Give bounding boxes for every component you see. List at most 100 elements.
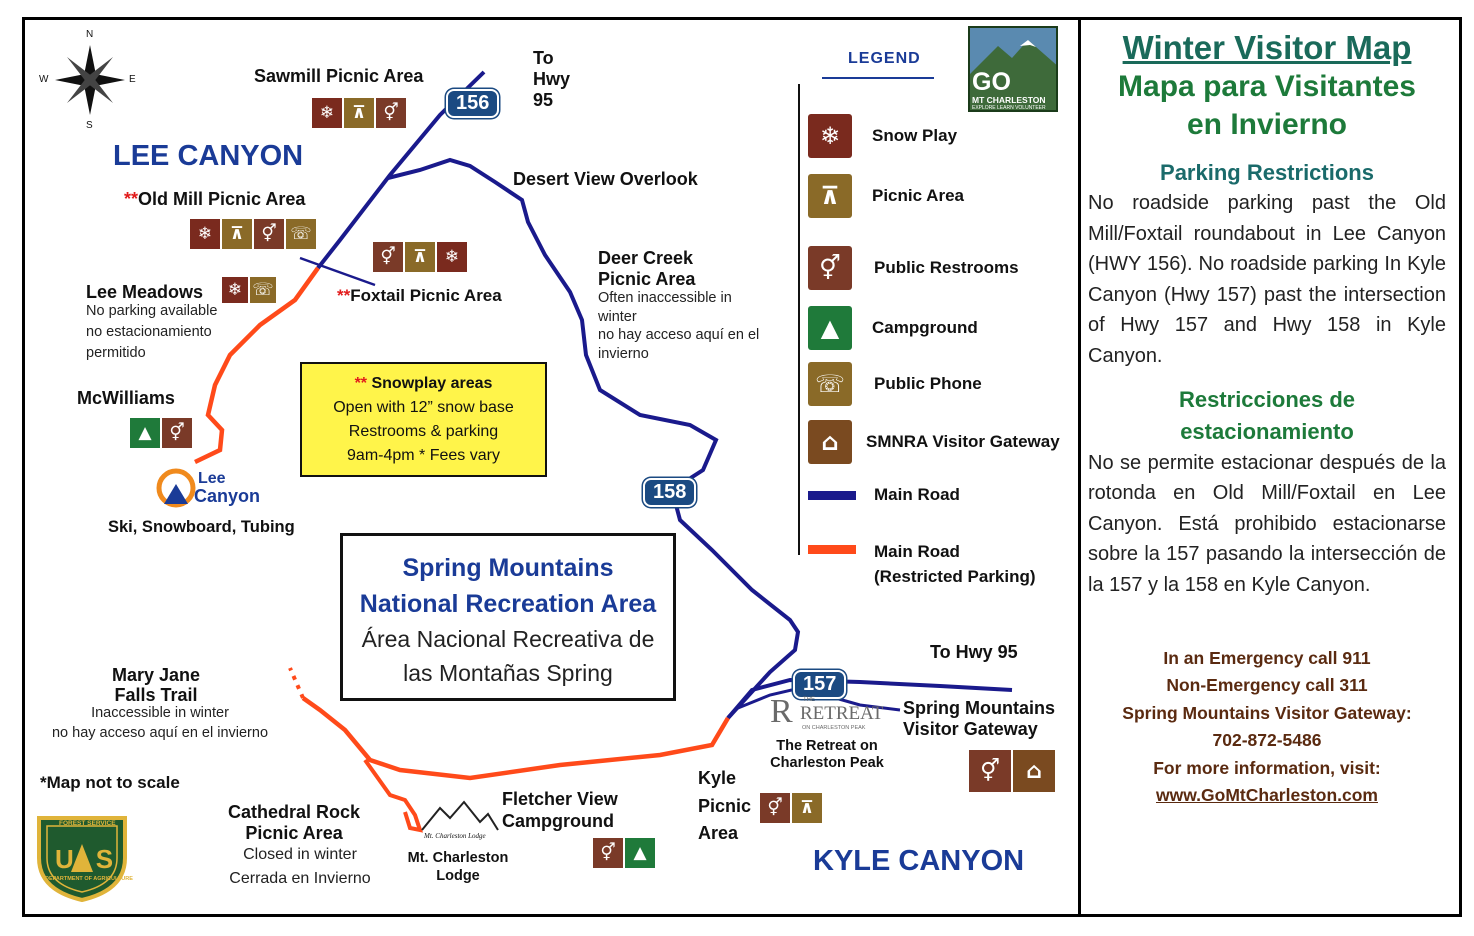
picnic-table-icon: ⊼ (792, 793, 822, 823)
foxtail-label: **Foxtail Picnic Area (337, 286, 502, 305)
legend-title: LEGEND (848, 50, 921, 67)
panel-title: Winter Visitor Map (1122, 29, 1412, 66)
visitor-gateway-icon: ⌂ (808, 420, 852, 464)
parking-text: No roadside parking past the Old Mill/Fo… (1088, 192, 1446, 367)
legend-item-gateway: ⌂ SMNRA Visitor Gateway (808, 420, 1060, 464)
hwy-156-shield: 156 (446, 89, 500, 118)
lodge-label: Mt. Charleston Lodge (407, 850, 509, 884)
compass-star-icon (55, 45, 125, 115)
panel-subtitle-2: en Invierno (1186, 108, 1348, 141)
snowflake-icon: ❄ (808, 114, 852, 158)
fletcher-view-icons: ⚥ ▲ (593, 838, 655, 868)
legend-item-campground: ▲ Campground (808, 306, 978, 350)
usfs-shield-logo: FOREST SERVICE US DEPARTMENT OF AGRICULT… (33, 812, 133, 903)
restroom-icon: ⚥ (162, 418, 192, 448)
sawmill-label: Sawmill Picnic Area (254, 66, 424, 86)
info-panel: Winter Visitor Map Mapa para Visitantes … (1088, 28, 1446, 810)
smvg-icons: ⚥ ⌂ (969, 750, 1055, 792)
mary-jane-note: Inaccessible in winter no hay acceso aqu… (51, 705, 269, 741)
restricted-road-swatch (808, 545, 856, 554)
restroom-icon: ⚥ (376, 98, 406, 128)
deer-creek-label: Deer Creek Picnic Area (598, 248, 696, 289)
trail-mary-jane (288, 667, 305, 699)
snowflake-icon: ❄ (222, 277, 248, 303)
old-mill-icons: ❄ ⊼ ⚥ ☏ (190, 219, 316, 249)
non-emergency-line: Non-Emergency call 311 (1166, 675, 1368, 696)
road-lee-restricted (194, 266, 320, 465)
snowflake-icon: ❄ (312, 98, 342, 128)
legend-item-restrooms: ⚥ Public Restrooms (808, 246, 1019, 290)
contact-block: In an Emergency call 911 Non-Emergency c… (1088, 645, 1446, 810)
emergency-line: In an Emergency call 911 (1163, 647, 1371, 668)
old-mill-label: **Old Mill Picnic Area (124, 189, 306, 209)
legend-item-restricted-road: Main Road (Restricted Parking) (874, 542, 1036, 586)
legend-item-picnic: ⊼ Picnic Area (808, 174, 964, 218)
foxtail-icons: ⚥ ⊼ ❄ (373, 242, 467, 272)
visitor-gateway-icon: ⌂ (1013, 750, 1055, 792)
restroom-icon: ⚥ (373, 242, 403, 272)
hwy-157-shield: 157 (793, 670, 847, 699)
restroom-icon: ⚥ (760, 793, 790, 823)
fletcher-view-label: Fletcher View Campground (502, 789, 618, 831)
region-lee-canyon: LEE CANYON (113, 140, 304, 172)
snowflake-icon: ❄ (190, 219, 220, 249)
hwy-158-shield: 158 (643, 478, 697, 507)
legend-item-main-road: Main Road (808, 485, 960, 505)
mountain-logo-icon (970, 28, 1056, 110)
phone-icon: ☏ (250, 277, 276, 303)
retreat-r-icon: R (770, 693, 793, 730)
picnic-table-icon: ⊼ (344, 98, 374, 128)
campground-icon: ▲ (625, 838, 655, 868)
es-heading-1: Restricciones de (1178, 386, 1356, 412)
road-cathedral-loop (363, 758, 423, 833)
mountain-icon (421, 800, 499, 831)
map-frame (22, 17, 1462, 917)
usfs-shield-icon (37, 816, 127, 903)
legend-item-snow-play: ❄ Snow Play (808, 114, 957, 158)
website-link[interactable]: www.GoMtCharleston.com (1155, 785, 1378, 806)
campground-icon: ▲ (130, 418, 160, 448)
main-road-swatch (808, 490, 856, 500)
more-info-line: For more information, visit: (1153, 757, 1381, 778)
cathedral-rock-note: Closed in winter Cerrada en Invierno (229, 846, 371, 887)
lee-canyon-logo: Lee Canyon (156, 466, 266, 514)
ski-label: Ski, Snowboard, Tubing (108, 518, 295, 536)
go-mt-charleston-logo: GO MT CHARLESTON EXPLORE LEARN VOLUNTEER (968, 26, 1058, 112)
snowflake-icon: ❄ (437, 242, 467, 272)
phone-icon: ☏ (286, 219, 316, 249)
kyle-picnic-icons: ⚥ ⊼ (760, 793, 822, 823)
retreat-logo: R THE RETREAT ON CHARLESTON PEAK (770, 693, 884, 731)
retreat-label: The Retreat on Charleston Peak (770, 738, 884, 771)
restroom-icon: ⚥ (593, 838, 623, 868)
not-to-scale-note: *Map not to scale (40, 773, 180, 792)
lodge-logo: Mt. Charleston Lodge (420, 800, 500, 845)
restroom-icon: ⚥ (254, 219, 284, 249)
cathedral-rock-label: Cathedral Rock Picnic Area (228, 802, 361, 843)
lee-canyon-sun-icon (156, 468, 196, 508)
lee-meadows-note: No parking available no estacionamiento … (86, 303, 218, 361)
gateway-line: Spring Mountains Visitor Gateway: (1122, 702, 1412, 723)
panel-subtitle-1: Mapa para Visitantes (1118, 70, 1416, 103)
restroom-icon: ⚥ (969, 750, 1011, 792)
legend-item-phone: ☏ Public Phone (808, 362, 982, 406)
compass-n: N (86, 29, 94, 40)
road-roundabout-spur (299, 256, 376, 287)
es-text: No se permite estacionar después de la r… (1088, 451, 1446, 596)
es-heading-2: estacionamiento (1180, 418, 1354, 444)
deer-creek-note: Often inaccessible in winter no hay acce… (598, 290, 760, 362)
picnic-table-icon: ⊼ (808, 174, 852, 218)
smnra-title-box: Spring Mountains National Recreation Are… (340, 533, 676, 701)
panel-divider (1078, 17, 1081, 917)
picnic-table-icon: ⊼ (405, 242, 435, 272)
kyle-picnic-label: Kyle Picnic Area (698, 768, 752, 843)
mcwilliams-icons: ▲ ⚥ (130, 418, 192, 448)
phone-icon: ☏ (808, 362, 852, 406)
restroom-icon: ⚥ (808, 246, 852, 290)
to-hwy95-right: To Hwy 95 (930, 642, 1018, 662)
road-hwy158 (387, 157, 801, 720)
compass-s: S (86, 120, 93, 131)
desert-view-label: Desert View Overlook (513, 169, 698, 189)
compass-rose: N S E W (39, 29, 136, 131)
to-hwy95-top: To Hwy 95 (533, 48, 571, 110)
region-kyle-canyon: KYLE CANYON (813, 845, 1025, 877)
